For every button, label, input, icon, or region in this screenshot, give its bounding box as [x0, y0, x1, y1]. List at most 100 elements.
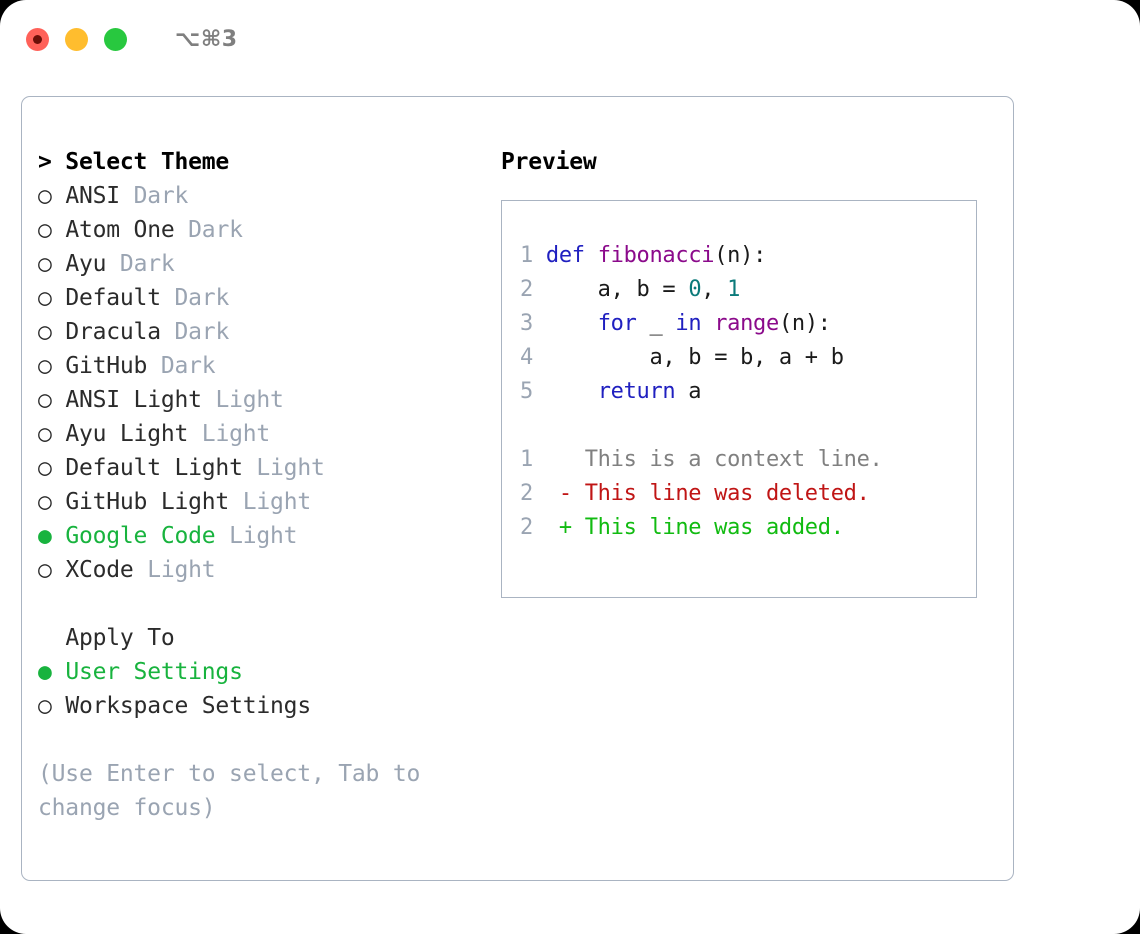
- code-line: 1 def fibonacci(n):: [520, 239, 970, 273]
- theme-option-kind: Dark: [160, 353, 216, 379]
- code-token: n: [791, 311, 805, 336]
- code-token: n: [727, 243, 741, 268]
- theme-option-kind: Light: [215, 387, 284, 413]
- code-token: ):: [740, 243, 767, 268]
- radio-unselected-icon: ○: [38, 319, 52, 345]
- theme-option-kind: Dark: [174, 319, 230, 345]
- theme-list: ○ ANSI Dark○ Atom One Dark○ Ayu Dark○ De…: [38, 179, 488, 587]
- theme-option-ansi[interactable]: ○ ANSI Dark: [38, 179, 488, 213]
- code-blank-line: [520, 409, 970, 443]
- theme-option-label: Ayu Light: [65, 421, 189, 447]
- theme-option-ansi-light[interactable]: ○ ANSI Light Light: [38, 383, 488, 417]
- diff-marker: -: [532, 481, 585, 506]
- code-token: for: [597, 311, 637, 336]
- code-line: 4 a, b = b, a + b: [520, 341, 970, 375]
- theme-option-google-code[interactable]: ● Google Code Light: [38, 519, 488, 553]
- section-spacer: [38, 587, 488, 621]
- diff-line-deleted: 2 - This line was deleted.: [520, 477, 970, 511]
- content-frame: > Select Theme ○ ANSI Dark○ Atom One Dar…: [21, 96, 1014, 881]
- theme-option-xcode[interactable]: ○ XCode Light: [38, 553, 488, 587]
- code-token: [585, 243, 598, 268]
- theme-option-kind: Dark: [119, 251, 175, 277]
- theme-option-kind: Light: [201, 421, 271, 447]
- theme-option-kind: Light: [147, 557, 216, 583]
- diff-text: This line was added.: [584, 515, 844, 540]
- theme-option-ayu[interactable]: ○ Ayu Dark: [38, 247, 488, 281]
- maximize-window-icon[interactable]: [104, 27, 127, 51]
- minimize-window-icon[interactable]: [65, 27, 88, 51]
- keyboard-hint: (Use Enter to select, Tab to change focu…: [38, 761, 421, 821]
- code-line: 5 return a: [520, 375, 970, 409]
- radio-unselected-icon: ○: [38, 387, 52, 413]
- line-number: 2: [520, 515, 533, 540]
- theme-option-default[interactable]: ○ Default Dark: [38, 281, 488, 315]
- code-token: 1: [727, 277, 741, 302]
- line-number: 4: [520, 345, 533, 370]
- code-token: a: [675, 379, 702, 404]
- theme-option-dracula[interactable]: ○ Dracula Dark: [38, 315, 488, 349]
- close-window-icon[interactable]: [26, 27, 49, 51]
- theme-option-kind: Light: [229, 523, 298, 549]
- code-token: ,: [701, 277, 728, 302]
- theme-option-label: GitHub Light: [65, 489, 230, 515]
- code-token: [701, 311, 714, 336]
- apply-to-option-workspace-settings[interactable]: ○ Workspace Settings: [38, 689, 488, 723]
- select-theme-heading: > Select Theme: [38, 149, 230, 175]
- theme-option-label: Atom One: [65, 217, 175, 243]
- code-token: a, b = b, a + b: [545, 345, 844, 370]
- theme-option-kind: Light: [242, 489, 311, 515]
- diff-text: This is a context line.: [584, 447, 883, 472]
- theme-picker-panel: > Select Theme ○ ANSI Dark○ Atom One Dar…: [38, 145, 488, 825]
- code-token: 0: [688, 277, 702, 302]
- code-token: def: [545, 243, 585, 268]
- diff-marker: [533, 447, 585, 472]
- code-token: [546, 311, 598, 336]
- theme-option-default-light[interactable]: ○ Default Light Light: [38, 451, 488, 485]
- theme-option-github[interactable]: ○ GitHub Dark: [38, 349, 488, 383]
- line-number: 3: [520, 311, 533, 336]
- diff-line-context: 1 This is a context line.: [520, 443, 970, 477]
- code-token: ):: [804, 311, 831, 336]
- keyboard-shortcut-label: ⌥⌘3: [175, 26, 238, 52]
- code-token: in: [675, 311, 702, 336]
- traffic-lights: [26, 27, 127, 51]
- theme-option-atom-one[interactable]: ○ Atom One Dark: [38, 213, 488, 247]
- theme-option-github-light[interactable]: ○ GitHub Light Light: [38, 485, 488, 519]
- theme-option-ayu-light[interactable]: ○ Ayu Light Light: [38, 417, 488, 451]
- diff-lines: 1 This is a context line.2 - This line w…: [520, 443, 970, 545]
- code-token: _: [636, 311, 676, 336]
- line-number: 2: [520, 277, 533, 302]
- radio-unselected-icon: ○: [38, 421, 52, 447]
- code-token: (: [778, 311, 792, 336]
- theme-option-label: Default: [65, 285, 161, 311]
- code-token: return: [597, 379, 676, 404]
- radio-unselected-icon: ○: [38, 183, 52, 209]
- line-number: 1: [520, 447, 533, 472]
- code-line: 2 a, b = 0, 1: [520, 273, 970, 307]
- radio-unselected-icon: ○: [38, 557, 52, 583]
- line-number: 1: [520, 243, 533, 268]
- theme-option-label: XCode: [65, 557, 134, 583]
- radio-selected-icon: ●: [38, 659, 52, 685]
- code-token: a, b =: [545, 277, 689, 302]
- line-number: 2: [520, 481, 533, 506]
- radio-unselected-icon: ○: [38, 693, 52, 719]
- theme-option-label: ANSI: [65, 183, 120, 209]
- theme-option-kind: Dark: [174, 285, 230, 311]
- diff-marker: +: [532, 515, 585, 540]
- line-number: 5: [520, 379, 533, 404]
- preview-panel: Preview 1 def fibonacci(n):2 a, b = 0, 1…: [501, 145, 1001, 598]
- code-token: [546, 379, 598, 404]
- apply-to-option-user-settings[interactable]: ● User Settings: [38, 655, 488, 689]
- theme-option-label: ANSI Light: [65, 387, 202, 413]
- radio-unselected-icon: ○: [38, 455, 52, 481]
- apply-to-option-label: Workspace Settings: [65, 693, 311, 719]
- diff-text: This line was deleted.: [584, 481, 870, 506]
- code-line: 3 for _ in range(n):: [520, 307, 970, 341]
- theme-option-label: Google Code: [65, 523, 216, 549]
- apply-to-heading: ○ Apply To: [65, 625, 175, 651]
